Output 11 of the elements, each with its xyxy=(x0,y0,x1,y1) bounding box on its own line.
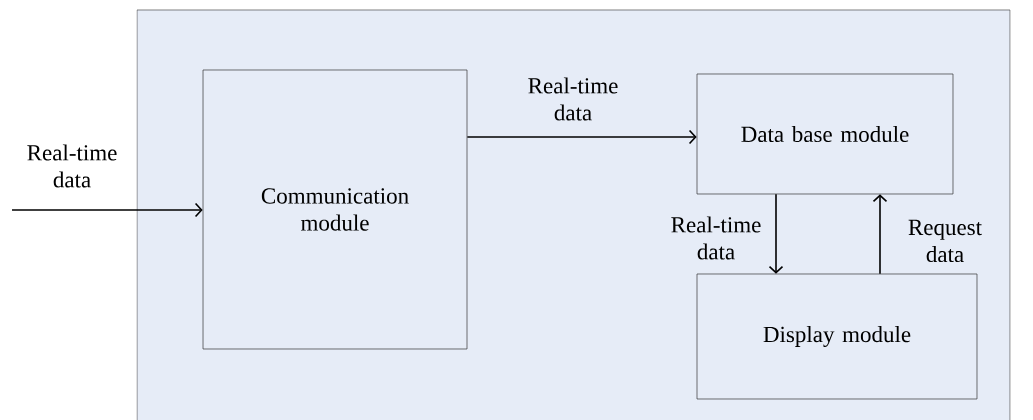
module-box: Data base module xyxy=(696,73,954,195)
arrow xyxy=(11,202,203,218)
edge-label: Real-time data xyxy=(522,76,624,122)
arrow xyxy=(768,193,784,274)
module-box: Display module xyxy=(696,273,978,400)
arrow xyxy=(872,194,888,275)
arrow xyxy=(466,129,697,145)
edge-label: Real-time data xyxy=(665,215,767,261)
edge-label: Request data xyxy=(894,218,996,264)
edge-label: Real-time data xyxy=(21,143,123,189)
module-box: Communication module xyxy=(202,69,468,350)
